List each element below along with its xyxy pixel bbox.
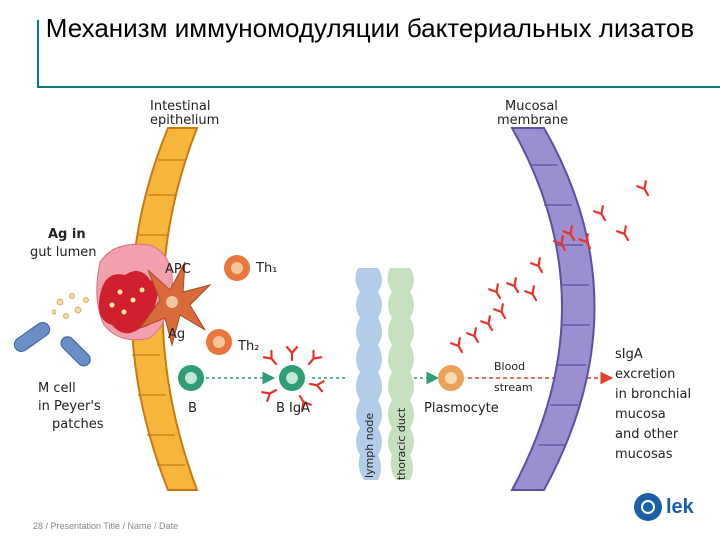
label-siga-6: mucosas: [615, 447, 673, 462]
label-siga-4: mucosa: [615, 407, 666, 422]
apc-nucleus: [166, 296, 178, 308]
label-mucosal-membrane-1: Mucosal: [505, 99, 558, 114]
label-thoracic-duct: thoracic duct: [395, 407, 408, 480]
thoracic-duct-band: [387, 268, 414, 480]
slide-title: Механизм иммуномодуляции бактериальных л…: [45, 13, 695, 43]
label-siga-2: excretion: [615, 367, 675, 382]
antigen-particles: [51, 293, 89, 319]
label-m-cell-2: in Peyer's: [38, 399, 101, 414]
antigen-dots: [109, 287, 145, 315]
footer-text: 28 / Presentation Title / Name / Date: [33, 521, 179, 531]
label-blood-stream-2: stream: [494, 381, 533, 394]
label-m-cell-1: M cell: [38, 381, 76, 396]
label-siga-3: in bronchial: [615, 387, 691, 402]
label-apc: APC: [165, 262, 191, 277]
label-intestinal-epithelium-1: Intestinal: [150, 99, 210, 114]
mucosa-cell-divisions: [530, 164, 590, 446]
label-mucosal-membrane-2: membrane: [497, 113, 568, 128]
b-iga-cell: [279, 365, 305, 391]
label-th2: Th₂: [237, 339, 259, 354]
th1-cell: [224, 255, 250, 281]
label-ag-gut-lumen-2: gut lumen: [30, 245, 96, 260]
label-intestinal-epithelium-2: epithelium: [150, 113, 219, 128]
label-m-cell-3: patches: [52, 417, 104, 432]
label-b: B: [188, 401, 197, 416]
lek-logo-icon: [634, 493, 662, 521]
label-blood-stream-1: Blood: [494, 360, 525, 373]
b-cell: [178, 365, 204, 391]
label-siga-1: sIgA: [615, 347, 643, 362]
label-b-iga: B IgA: [276, 401, 310, 416]
label-ag: Ag: [168, 327, 185, 342]
label-ag-gut-lumen-1: Ag in: [48, 227, 86, 242]
title-rule-left: [37, 20, 39, 88]
lek-logo: lek: [634, 492, 694, 522]
label-lymph-node: lymph node: [363, 413, 376, 478]
th2-cell: [206, 329, 232, 355]
antigen-cluster: [98, 271, 158, 334]
label-plasmocyte: Plasmocyte: [424, 401, 499, 416]
label-siga-5: and other: [615, 427, 679, 442]
title-rule: [37, 86, 720, 88]
label-th1: Th₁: [255, 261, 277, 276]
lymph-node-band: [355, 268, 382, 480]
plasmocyte-cell: [438, 365, 464, 391]
mucosal-membrane-band: [510, 127, 596, 491]
lek-logo-text: lek: [666, 495, 694, 518]
capsule-icon: [13, 322, 91, 367]
